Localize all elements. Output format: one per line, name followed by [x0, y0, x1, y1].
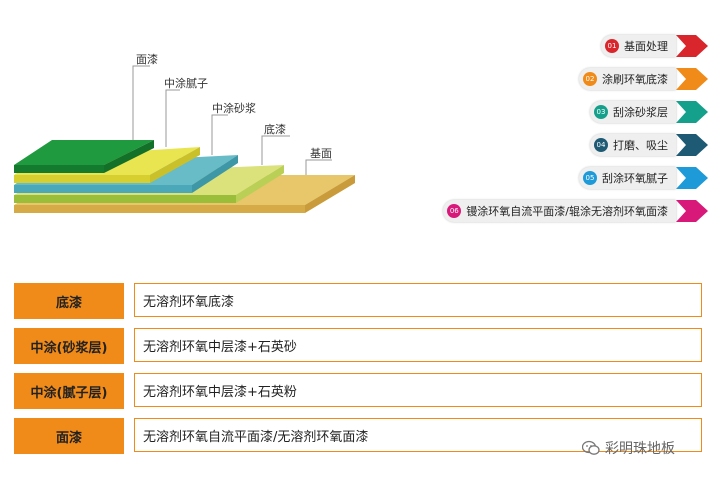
- leader-line-base: [305, 159, 332, 175]
- wechat-icon: [582, 440, 600, 455]
- chevron-arrow-icon: [676, 167, 708, 189]
- step-02: 02 涂刷环氧底漆: [579, 66, 710, 92]
- chevron-arrow-icon: [676, 35, 708, 57]
- topcoat-layer-top: [14, 140, 154, 165]
- step-pill: 03 刮涂砂浆层: [590, 101, 676, 123]
- label-primer: 底漆: [264, 122, 286, 136]
- table-row: 底漆 无溶剂环氧底漆: [14, 283, 704, 319]
- step-pill: 05 刮涂环氧腻子: [579, 167, 676, 189]
- chevron-arrow-icon: [676, 68, 708, 90]
- row-value: 无溶剂环氧自流平面漆/无溶剂环氧面漆: [134, 418, 702, 452]
- step-number-badge: 02: [583, 72, 597, 86]
- base-layer-side: [305, 175, 355, 213]
- leader-line-topcoat: [132, 65, 150, 140]
- floor-layers-diagram: 面漆 中涂腻子 中涂砂浆 底漆 基面: [14, 53, 355, 213]
- row-label: 中涂(砂浆层): [14, 328, 124, 364]
- step-06: 06 镘涂环氧自流平面漆/辊涂无溶剂环氧面漆: [443, 198, 710, 224]
- step-04: 04 打磨、吸尘: [590, 132, 710, 158]
- topcoat-layer-side: [104, 140, 154, 173]
- putty-layer-side: [150, 147, 200, 183]
- leader-line-mortar: [211, 114, 228, 155]
- step-label: 涂刷环氧底漆: [602, 73, 668, 86]
- primer-layer-side: [236, 165, 284, 203]
- step-number-badge: 01: [605, 39, 619, 53]
- step-number-badge: 05: [583, 171, 597, 185]
- step-pill: 06 镘涂环氧自流平面漆/辊涂无溶剂环氧面漆: [443, 200, 676, 222]
- table-row: 中涂(腻子层) 无溶剂环氧中层漆+石英粉: [14, 373, 704, 409]
- topcoat-layer-front: [14, 165, 104, 173]
- chevron-arrow-icon: [676, 200, 708, 222]
- putty-layer-front: [14, 175, 150, 183]
- leader-line-primer: [261, 135, 290, 165]
- watermark: 彩明珠地板: [582, 438, 675, 458]
- label-base: 基面: [310, 147, 332, 160]
- base-layer-front: [14, 205, 305, 213]
- step-pill: 04 打磨、吸尘: [590, 134, 676, 156]
- row-label: 中涂(腻子层): [14, 373, 124, 409]
- label-mortar: 中涂砂浆: [212, 101, 256, 115]
- step-number-badge: 04: [594, 138, 608, 152]
- label-putty: 中涂腻子: [164, 76, 208, 90]
- mortar-layer-side: [192, 155, 238, 193]
- step-pill: 01 基面处理: [601, 35, 676, 57]
- step-03: 03 刮涂砂浆层: [590, 99, 710, 125]
- step-pill: 02 涂刷环氧底漆: [579, 68, 676, 90]
- leader-line-putty: [165, 89, 180, 147]
- chevron-arrow-icon: [676, 101, 708, 123]
- step-label: 刮涂砂浆层: [613, 106, 668, 119]
- step-number-badge: 03: [594, 105, 608, 119]
- step-number-badge: 06: [447, 204, 462, 218]
- row-value: 无溶剂环氧中层漆+石英粉: [134, 373, 702, 407]
- step-label: 刮涂环氧腻子: [602, 172, 668, 185]
- table-row: 面漆 无溶剂环氧自流平面漆/无溶剂环氧面漆: [14, 418, 704, 454]
- row-value: 无溶剂环氧中层漆+石英砂: [134, 328, 702, 362]
- watermark-text: 彩明珠地板: [605, 441, 675, 457]
- primer-layer-front: [14, 195, 236, 203]
- step-01: 01 基面处理: [601, 33, 710, 59]
- row-value: 无溶剂环氧底漆: [134, 283, 702, 317]
- step-label: 镘涂环氧自流平面漆/辊涂无溶剂环氧面漆: [466, 205, 668, 218]
- row-label: 底漆: [14, 283, 124, 319]
- table-row: 中涂(砂浆层) 无溶剂环氧中层漆+石英砂: [14, 328, 704, 364]
- label-topcoat: 面漆: [136, 53, 158, 66]
- chevron-arrow-icon: [676, 134, 708, 156]
- mortar-layer-front: [14, 185, 192, 193]
- step-label: 打磨、吸尘: [613, 139, 668, 152]
- step-label: 基面处理: [624, 40, 668, 53]
- row-label: 面漆: [14, 418, 124, 454]
- step-05: 05 刮涂环氧腻子: [579, 165, 710, 191]
